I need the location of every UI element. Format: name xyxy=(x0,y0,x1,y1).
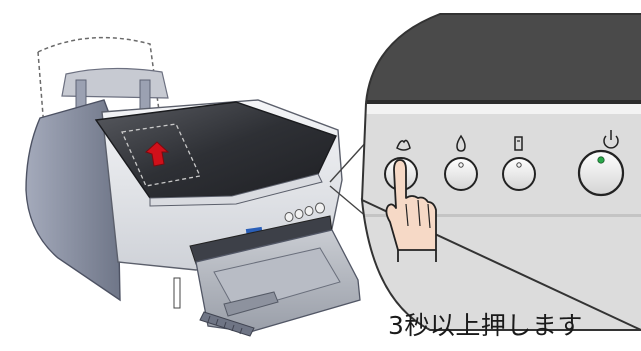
pressing-hand xyxy=(385,159,437,262)
paper-icon xyxy=(456,134,466,152)
printer-body xyxy=(25,99,361,337)
cleaning-button[interactable] xyxy=(502,157,536,191)
callout-lines xyxy=(329,139,369,219)
paper-support xyxy=(61,67,169,111)
paper-button[interactable] xyxy=(444,157,478,191)
press-duration-caption: 3秒以上押します xyxy=(388,311,583,340)
power-button[interactable] xyxy=(577,149,625,197)
ink-drop-icon xyxy=(396,139,411,151)
base-grille xyxy=(199,311,255,337)
cleaning-icon xyxy=(514,136,523,151)
power-icon xyxy=(603,130,619,149)
paper-outline xyxy=(37,36,177,129)
printer-front-buttons xyxy=(284,202,325,222)
red-arrow-icon xyxy=(145,141,170,167)
control-panel-zoom xyxy=(360,13,641,331)
